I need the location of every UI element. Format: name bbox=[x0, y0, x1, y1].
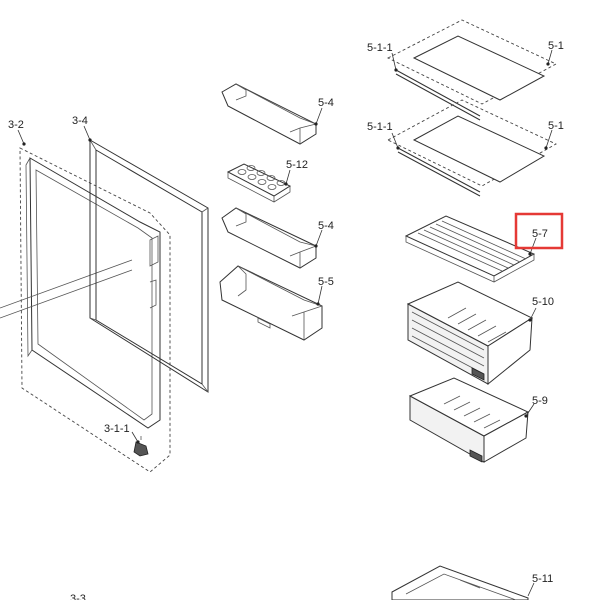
bottom-tray-body bbox=[391, 565, 529, 600]
label-3-2[interactable]: 3-2 bbox=[8, 119, 24, 131]
door-bin-bottom-rim bbox=[237, 265, 323, 307]
door-panel bbox=[29, 157, 161, 429]
lower-drawer-side bbox=[483, 411, 529, 463]
label-5-4-middle[interactable]: 5-4 bbox=[318, 220, 334, 232]
door-bin-top-front bbox=[289, 123, 317, 144]
label-5-9[interactable]: 5-9 bbox=[532, 395, 548, 407]
glass-shelf-top-trim bbox=[395, 69, 481, 121]
label-5-12[interactable]: 5-12 bbox=[286, 159, 308, 171]
door-panel-edge bbox=[25, 157, 33, 358]
crisper-cover-edge bbox=[405, 236, 535, 283]
crisper-drawer-side bbox=[487, 317, 533, 386]
label-5-1-top[interactable]: 5-1 bbox=[548, 40, 564, 52]
highlight-box-5-7 bbox=[514, 212, 564, 250]
egg-tray-side bbox=[227, 172, 291, 203]
leader-lines bbox=[17, 49, 553, 597]
crisper-cover-ribs bbox=[417, 220, 527, 272]
door-bin-middle-rim bbox=[235, 207, 317, 247]
door-bin-middle[interactable] bbox=[221, 207, 317, 269]
gasket-corner bbox=[89, 139, 209, 393]
label-5-1-second[interactable]: 5-1 bbox=[548, 120, 564, 132]
part-labels: 5-1-1 5-1 5-1-1 5-1 5-4 5-12 5-4 5-5 3-2… bbox=[8, 40, 564, 600]
door-bin-bottom-body bbox=[219, 265, 323, 341]
label-5-5[interactable]: 5-5 bbox=[318, 276, 334, 288]
door-bin-top[interactable] bbox=[221, 83, 317, 145]
glass-shelf-second-pane bbox=[412, 115, 546, 183]
crisper-drawer-handle bbox=[471, 367, 485, 381]
door-panel-inner bbox=[35, 169, 153, 421]
door-handle-mark bbox=[149, 235, 159, 267]
hinge-axis-line bbox=[0, 259, 133, 319]
door-bin-top-body bbox=[221, 83, 317, 145]
bottom-tray[interactable] bbox=[391, 565, 529, 600]
label-5-7[interactable]: 5-7 bbox=[532, 228, 548, 240]
door-handle-mark-2 bbox=[149, 279, 157, 309]
glass-shelf-top-pane bbox=[412, 35, 546, 101]
door-bin-middle-body bbox=[221, 207, 317, 269]
egg-tray-cups bbox=[237, 165, 286, 190]
crisper-drawer-front-texture bbox=[411, 311, 485, 375]
crisper-drawer-ribs bbox=[447, 307, 507, 343]
door-gasket[interactable] bbox=[89, 139, 209, 393]
hinge-bracket[interactable] bbox=[133, 436, 149, 457]
label-5-1-1-second[interactable]: 5-1-1 bbox=[367, 121, 393, 133]
label-3-4[interactable]: 3-4 bbox=[72, 115, 88, 127]
label-3-3[interactable]: 3-3 bbox=[70, 593, 86, 600]
door-assembly[interactable] bbox=[0, 147, 171, 473]
door-bin-bottom-front bbox=[291, 305, 323, 340]
glass-shelf-second-trim bbox=[397, 147, 481, 197]
label-3-1-1[interactable]: 3-1-1 bbox=[104, 423, 130, 435]
door-bin-bottom[interactable] bbox=[219, 265, 323, 341]
lower-drawer[interactable] bbox=[408, 377, 530, 463]
crisper-cover[interactable] bbox=[404, 215, 536, 283]
label-5-11[interactable]: 5-11 bbox=[532, 573, 553, 585]
bottom-tray-inner bbox=[405, 573, 517, 600]
lower-drawer-ribs bbox=[443, 395, 501, 429]
glass-shelf-second[interactable] bbox=[387, 99, 557, 197]
leader-dots bbox=[22, 62, 550, 444]
glass-shelf-second-dashed bbox=[387, 99, 557, 187]
glass-shelf-top-dashed bbox=[386, 19, 557, 105]
lower-drawer-handle bbox=[469, 449, 483, 463]
hinge-bracket-body bbox=[133, 441, 149, 457]
door-bin-top-rim bbox=[235, 83, 317, 125]
label-5-4-top[interactable]: 5-4 bbox=[318, 97, 334, 109]
egg-tray[interactable] bbox=[226, 163, 292, 203]
door-bin-middle-front bbox=[289, 245, 317, 268]
glass-shelf-top[interactable] bbox=[386, 19, 557, 121]
door-bin-bottom-clip bbox=[257, 317, 271, 329]
label-5-1-1-top[interactable]: 5-1-1 bbox=[367, 42, 393, 54]
crisper-drawer[interactable] bbox=[406, 281, 534, 386]
label-5-10[interactable]: 5-10 bbox=[532, 296, 554, 308]
door-dashed-outline bbox=[19, 147, 171, 473]
